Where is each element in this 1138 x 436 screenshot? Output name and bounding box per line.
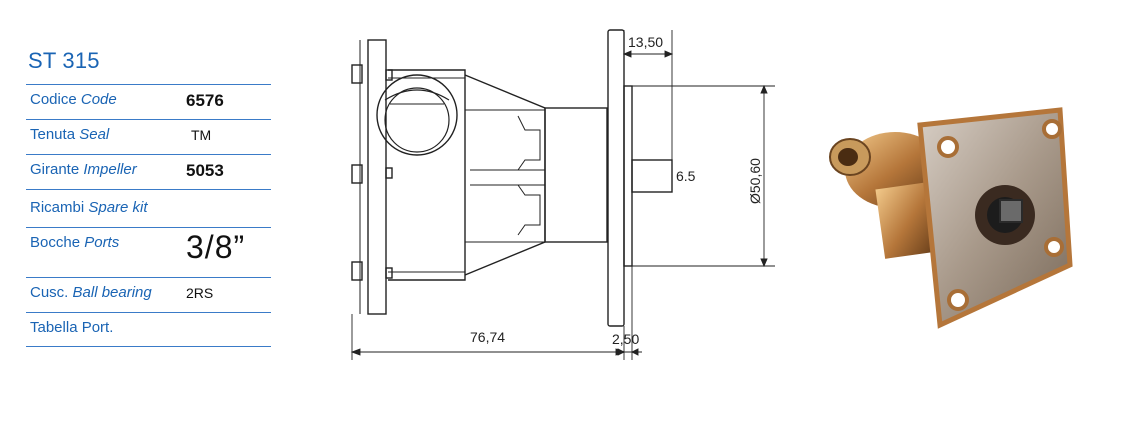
product-title: ST 315 [28,48,100,73]
shaft-housing [544,107,608,243]
spec-value-ball-bearing: 2RS [186,285,214,301]
spec-value-seal: TM [191,127,212,143]
flange-spigot [623,85,633,267]
bracket [464,74,546,276]
pump-body [388,69,466,281]
pump-shaft [631,159,673,193]
spec-row-spare-kit: Ricambi Spare kit [26,189,271,227]
spec-label: Tenuta Seal [30,126,110,143]
spec-label: Codice Code [30,91,117,108]
spec-value-ports: 3/8” [186,229,246,265]
spec-row-ports: Bocche Ports 3/8” [26,227,271,277]
dim-flange-thickness: 2,50 [612,331,639,347]
spec-value-impeller: 5053 [186,161,224,180]
shaft-image [999,199,1023,223]
spec-label: Ricambi Spare kit [30,199,148,216]
mounting-holes-image [937,119,1064,311]
port-circle [376,74,458,156]
end-cover-plate [367,39,387,315]
mounting-flange [607,29,625,327]
spec-table: Codice Code 6576 Tenuta Seal TM Girante … [26,84,271,347]
spec-row-ball-bearing: Cusc. Ball bearing 2RS [26,277,271,312]
spec-label: Bocche Ports [30,234,120,251]
dim-flange-offset: 13,50 [628,34,663,50]
technical-drawing: 13,50 6.5 Ø50,60 76,74 2,50 [350,29,775,360]
spec-label: Cusc. Ball bearing [30,284,152,301]
spec-value-code: 6576 [186,91,224,110]
spec-row-code: Codice Code 6576 [26,84,271,119]
spec-row-tabella: Tabella Port. [26,312,271,347]
dim-shaft: 6.5 [676,168,696,184]
internal-details [470,115,545,236]
product-photo [829,107,1073,329]
dim-diameter: Ø50,60 [747,158,763,204]
dimension-lines [350,30,775,360]
spec-row-impeller: Girante Impeller 5053 [26,154,271,189]
spec-label: Girante Impeller [30,161,137,178]
cover-bolts [351,64,393,281]
spec-label: Tabella Port. [30,319,114,336]
dim-length: 76,74 [470,329,505,345]
spec-row-seal: Tenuta Seal TM [26,119,271,154]
